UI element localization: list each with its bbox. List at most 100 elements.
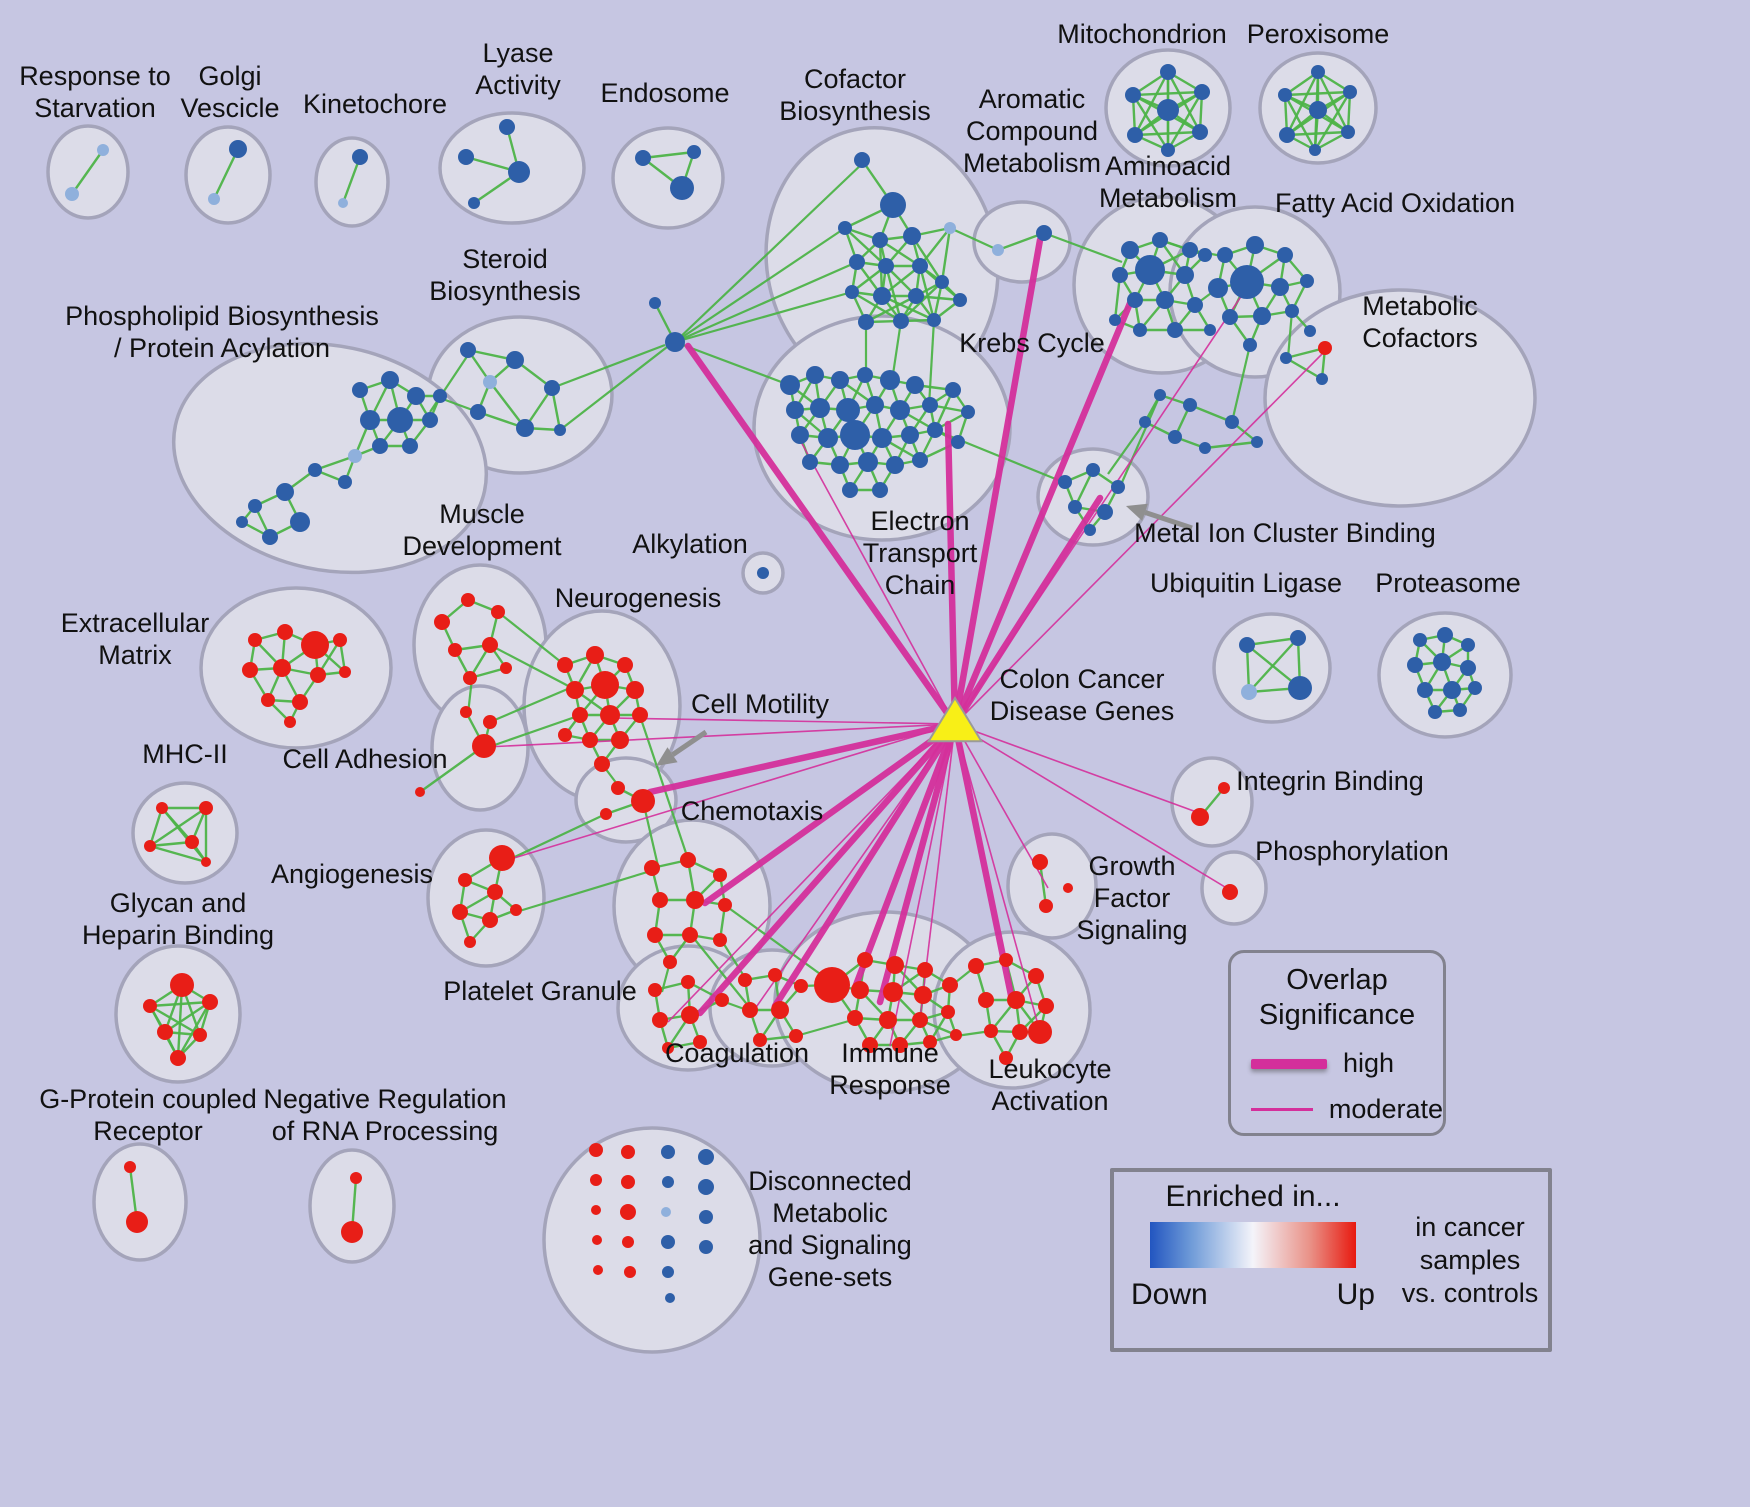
label-platelet-granule: Platelet Granule — [443, 976, 637, 1006]
geneset-node-red — [201, 857, 211, 867]
geneset-node-blue — [1246, 236, 1264, 254]
geneset-node-red — [143, 999, 157, 1013]
geneset-node-red — [1318, 341, 1332, 355]
geneset-node-red — [590, 1174, 602, 1186]
geneset-node-blue — [208, 193, 220, 205]
label-cell-motility: Cell Motility — [691, 689, 830, 719]
geneset-node-blue — [872, 428, 892, 448]
geneset-node-red — [652, 892, 668, 908]
label-aromatic-compound-metabolism: Compound — [966, 116, 1098, 146]
green-edge — [674, 161, 865, 343]
geneset-node-blue — [1225, 415, 1239, 429]
geneset-node-blue — [1428, 705, 1442, 719]
geneset-node-red — [681, 975, 695, 989]
geneset-node-blue — [661, 1207, 671, 1217]
green-edge — [148, 807, 164, 847]
label-krebs-cycle: Krebs Cycle — [959, 328, 1105, 358]
geneset-node-blue — [422, 412, 438, 428]
geneset-node-red — [621, 1145, 635, 1159]
geneset-node-red — [621, 1175, 635, 1189]
magenta-edge-high — [696, 720, 959, 1017]
legend-overlap-title-line2: Significance — [1258, 999, 1416, 1031]
geneset-node-blue — [1157, 99, 1179, 121]
cluster-ellipse-glycan-heparin-binding — [114, 944, 242, 1084]
green-edge — [1118, 394, 1162, 488]
geneset-node-blue — [842, 482, 858, 498]
label-growth-factor-signaling: Factor — [1094, 883, 1171, 913]
geneset-node-blue — [1152, 232, 1168, 248]
label-colon-cancer-disease-genes: Disease Genes — [990, 696, 1175, 726]
geneset-node-red — [626, 681, 644, 699]
geneset-node-red — [768, 968, 782, 982]
label-steroid-biosynthesis: Biosynthesis — [429, 276, 581, 306]
cluster-ellipse-growth-factor-signaling — [1006, 832, 1098, 940]
geneset-node-blue — [818, 428, 838, 448]
geneset-node-blue — [838, 221, 852, 235]
geneset-node-blue — [1127, 292, 1143, 308]
geneset-node-blue — [499, 119, 515, 135]
geneset-node-blue — [1176, 266, 1194, 284]
moderate-label: moderate — [1328, 1094, 1443, 1124]
magenta-edge-moderate — [799, 439, 956, 725]
geneset-node-blue — [407, 387, 425, 405]
geneset-node-blue — [1316, 373, 1328, 385]
geneset-node-blue — [1251, 436, 1263, 448]
geneset-node-blue — [951, 435, 965, 449]
metal-ion-arrow-head — [1126, 503, 1148, 521]
geneset-node-blue — [1290, 630, 1306, 646]
geneset-node-blue — [698, 1179, 714, 1195]
geneset-node-blue — [1194, 84, 1210, 100]
geneset-node-blue — [1058, 475, 1072, 489]
geneset-node-red — [434, 614, 450, 630]
geneset-node-red — [310, 667, 326, 683]
geneset-node-blue — [780, 375, 800, 395]
geneset-node-red — [713, 868, 727, 882]
geneset-node-red — [491, 605, 505, 619]
geneset-node-blue — [1304, 325, 1316, 337]
green-edge — [1248, 637, 1299, 693]
magenta-edge-high — [944, 420, 959, 728]
green-edge — [1107, 421, 1146, 475]
label-disconnected-genesets: Gene-sets — [768, 1262, 893, 1292]
label-mhc-ii: MHC-II — [142, 739, 227, 769]
geneset-node-red — [489, 845, 515, 871]
geneset-node-red — [261, 693, 275, 707]
geneset-node-red — [914, 986, 932, 1004]
geneset-node-blue — [699, 1210, 713, 1224]
geneset-node-red — [284, 716, 296, 728]
geneset-node-blue — [1112, 267, 1128, 283]
geneset-node-red — [652, 1012, 668, 1028]
geneset-node-blue — [922, 397, 938, 413]
geneset-node-red — [126, 1211, 148, 1233]
geneset-node-red — [277, 624, 293, 640]
magenta-edge-high — [951, 236, 1044, 728]
geneset-node-red — [879, 1011, 897, 1029]
geneset-node-red — [682, 927, 698, 943]
label-leukocyte-activation: Activation — [991, 1086, 1108, 1116]
blue-red-gradient-bar — [1150, 1222, 1356, 1268]
magenta-edge-high — [771, 720, 959, 1010]
geneset-node-blue — [878, 258, 894, 274]
geneset-node-blue — [387, 407, 413, 433]
geneset-node-red — [847, 1010, 863, 1026]
geneset-node-blue — [262, 529, 278, 545]
geneset-node-red — [644, 860, 660, 876]
geneset-node-blue — [402, 438, 418, 454]
geneset-node-red — [510, 904, 522, 916]
label-angiogenesis: Angiogenesis — [271, 859, 433, 889]
geneset-node-blue — [1443, 681, 1461, 699]
high-label: high — [1343, 1048, 1395, 1078]
green-edge — [1043, 231, 1123, 264]
cell-motility-arrow-head — [656, 747, 678, 766]
geneset-node-blue — [338, 475, 352, 489]
cluster-ellipse-golgi-vescicle — [184, 125, 272, 225]
geneset-node-blue — [1239, 637, 1255, 653]
geneset-node-red — [771, 1001, 789, 1019]
geneset-node-red — [185, 835, 199, 849]
geneset-node-red — [1218, 782, 1230, 794]
geneset-node-red — [611, 731, 629, 749]
geneset-node-blue — [890, 400, 910, 420]
geneset-node-blue — [1285, 304, 1299, 318]
layer-magenta — [485, 236, 1327, 1047]
